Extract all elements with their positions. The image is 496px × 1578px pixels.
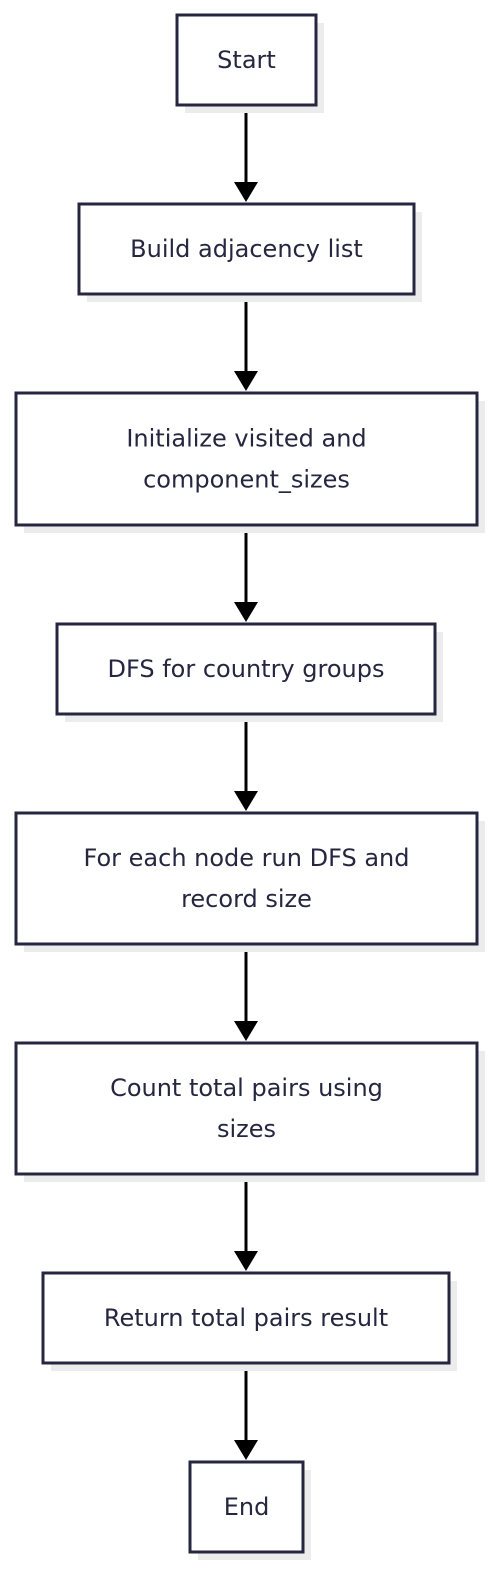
node-return-label-0: Return total pairs result <box>104 1304 388 1332</box>
node-build-label-0: Build adjacency list <box>130 235 363 263</box>
arrow-head-icon <box>234 182 258 202</box>
arrow-head-icon <box>234 1440 258 1460</box>
node-count-box <box>14 1041 479 1176</box>
edges-layer <box>234 105 258 1460</box>
node-start-label-0: Start <box>217 46 276 74</box>
node-build-box <box>77 202 416 296</box>
edge-build-to-init <box>234 294 258 391</box>
node-foreach-box <box>14 811 479 946</box>
node-foreach-label-1: record size <box>181 885 312 913</box>
node-return: Return total pairs result <box>41 1271 457 1371</box>
node-end: End <box>188 1460 311 1560</box>
node-init-box <box>14 391 479 527</box>
node-foreach-label-0: For each node run DFS and <box>84 844 410 872</box>
node-foreach: For each node run DFS and record size <box>14 811 485 952</box>
arrow-head-icon <box>234 371 258 391</box>
node-count-label-0: Count total pairs using <box>110 1074 383 1102</box>
edge-return-to-end <box>234 1363 258 1460</box>
node-start-box <box>175 13 318 107</box>
edge-foreach-to-count <box>234 944 258 1041</box>
node-dfs-label-0: DFS for country groups <box>108 655 385 683</box>
node-init: Initialize visited and component_sizes <box>14 391 485 533</box>
edge-dfs-to-foreach <box>234 714 258 811</box>
node-end-label-0: End <box>224 1493 270 1521</box>
node-return-box <box>41 1271 451 1365</box>
edge-start-to-build <box>234 105 258 202</box>
arrow-head-icon <box>234 602 258 622</box>
node-init-label-1: component_sizes <box>143 466 350 494</box>
node-init-label-0: Initialize visited and <box>126 425 366 453</box>
edge-count-to-return <box>234 1174 258 1271</box>
node-start: Start <box>175 13 324 113</box>
node-dfs: DFS for country groups <box>55 622 443 722</box>
node-build: Build adjacency list <box>77 202 422 302</box>
arrow-head-icon <box>234 791 258 811</box>
arrow-head-icon <box>234 1021 258 1041</box>
node-end-box <box>188 1460 305 1554</box>
edge-init-to-dfs <box>234 525 258 622</box>
node-dfs-box <box>55 622 437 716</box>
node-count-label-1: sizes <box>217 1115 276 1143</box>
arrow-head-icon <box>234 1251 258 1271</box>
node-count: Count total pairs using sizes <box>14 1041 485 1182</box>
